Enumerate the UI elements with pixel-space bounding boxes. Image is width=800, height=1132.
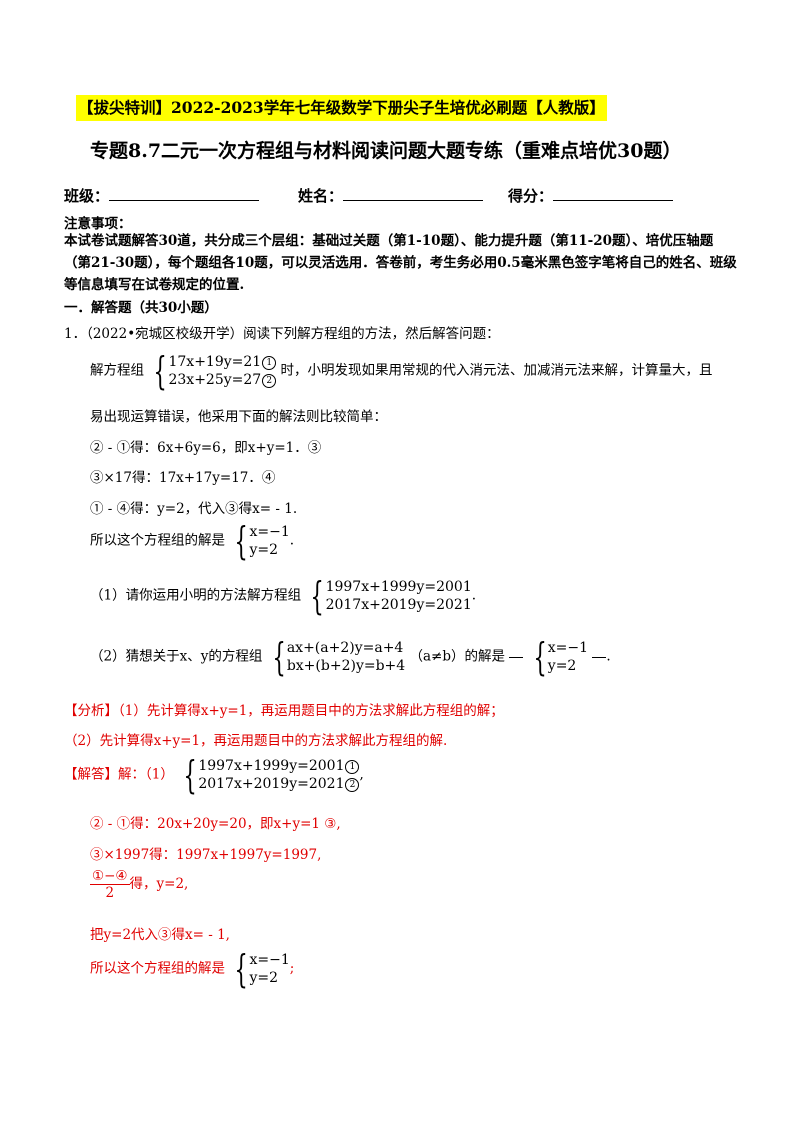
- answer-mark-2: 2: [345, 778, 360, 792]
- answer-step-4: 把y=2代入③得x= - 1,: [90, 927, 230, 943]
- answer-solution-system: { x=−1 y=2: [234, 947, 290, 991]
- answer-mark-1: 1: [345, 760, 360, 774]
- answer-step-3: ①−④ 2 得，y=2,: [90, 868, 188, 901]
- page-title: 专题8.7二元一次方程组与材料阅读问题大题专练（重难点培优30题）: [90, 140, 682, 162]
- solution-system: { x=−1 y=2: [234, 519, 290, 563]
- answer-solution-prefix: 所以这个方程组的解是: [90, 960, 225, 977]
- analysis-line-1: 【分析】（1）先计算得x+y=1，再运用题目中的方法求解此方程组的解；: [64, 699, 504, 719]
- class-label: 班级：: [64, 187, 110, 205]
- question-1: （1）请你运用小明的方法解方程组 { 1997x+1999y=2001 2017…: [90, 574, 477, 618]
- fraction-denominator: 2: [105, 885, 115, 901]
- series-banner: 【拔尖特训】2022-2023学年七年级数学下册尖子生培优必刷题【人教版】: [76, 95, 607, 121]
- circled-mark-1: 1: [262, 356, 277, 370]
- question-2-row-2: bx+(b+2)y=b+4: [286, 658, 406, 674]
- question-2-condition: （a≠b）的解是: [409, 648, 505, 665]
- class-field: 班级：: [64, 185, 260, 206]
- problem-line-2: 易出现运算错误，他采用下面的解法则比较简单：: [90, 409, 387, 425]
- system-suffix: 时，小明发现如果用常规的代入消元法、加减消元法来解，计算量大，且: [280, 362, 713, 379]
- problem-step-3: ① - ④得：y=2，代入③得x= - 1.: [90, 501, 298, 517]
- question-2: （2）猜想关于x、y的方程组 { ax+(a+2)y=a+4 bx+(b+2)y…: [90, 635, 611, 679]
- score-blank: [553, 186, 674, 201]
- name-label: 姓名：: [298, 187, 344, 205]
- problem-step-1: ② - ①得：6x+6y=6，即x+y=1．③: [90, 440, 322, 456]
- answer-fraction: ①−④ 2: [90, 868, 130, 901]
- question-2-row-1: ax+(a+2)y=a+4: [286, 640, 404, 656]
- question-2-answer-row-2: y=2: [547, 658, 577, 674]
- score-label: 得分：: [508, 187, 554, 205]
- name-field: 姓名：: [298, 185, 484, 206]
- analysis-text-1: （1）先计算得x+y=1，再运用题目中的方法求解此方程组的解；: [118, 703, 504, 719]
- section-heading: 一．解答题（共30小题）: [64, 300, 218, 316]
- solution-row-2: y=2: [249, 542, 279, 558]
- answer-blank-right: [592, 656, 607, 658]
- analysis-label: 【分析】: [64, 703, 118, 719]
- problem-solution: 所以这个方程组的解是 { x=−1 y=2 .: [90, 519, 295, 563]
- question-1-system: { 1997x+1999y=2001 2017x+2019y=2021: [310, 574, 472, 618]
- question-1-prefix: （1）请你运用小明的方法解方程组: [90, 587, 302, 604]
- class-blank: [109, 186, 260, 201]
- question-2-answer-row-1: x=−1: [547, 640, 589, 656]
- answer-blank-left: [509, 656, 524, 658]
- question-1-row-2: 2017x+2019y=2021: [325, 597, 472, 613]
- answer-step-1: ② - ①得：20x+20y=20，即x+y=1 ③,: [90, 816, 341, 832]
- question-2-prefix: （2）猜想关于x、y的方程组: [90, 648, 263, 665]
- answer-step-2: ③×1997得：1997x+1997y=1997,: [90, 847, 322, 863]
- problem-intro: 1．（2022•宛城区校级开学）阅读下列解方程组的方法，然后解答问题：: [64, 326, 500, 342]
- answer-step-3-text: 得，y=2,: [129, 876, 189, 892]
- answer-solution-row-1: x=−1: [249, 952, 290, 968]
- notice-label: 注意事项：: [64, 216, 132, 232]
- fraction-numerator: ①−④: [90, 868, 130, 885]
- solution-prefix: 所以这个方程组的解是: [90, 532, 225, 549]
- analysis-line-2: （2）先计算得x+y=1，再运用题目中的方法求解此方程组的解.: [64, 733, 448, 749]
- solution-prefix-text: 解：（1）: [118, 766, 174, 783]
- problem-step-2: ③×17得：17x+17y=17．④: [90, 470, 276, 486]
- answer-solution: 所以这个方程组的解是 { x=−1 y=2 ;: [90, 947, 295, 991]
- system-prefix: 解方程组: [90, 362, 144, 379]
- question-2-system: { ax+(a+2)y=a+4 bx+(b+2)y=b+4: [272, 635, 406, 679]
- solution-row-1: x=−1: [249, 524, 290, 540]
- circled-mark-2: 2: [262, 374, 277, 388]
- answer-solution-row-2: y=2: [249, 970, 279, 986]
- solution-label: 【解答】: [64, 766, 118, 783]
- name-blank: [343, 186, 484, 201]
- question-2-answer: { x=−1 y=2: [533, 635, 589, 679]
- notice-text: 本试卷试题解答30道，共分成三个层组：基础过关题（第1-10题）、能力提升题（第…: [64, 233, 737, 293]
- question-1-row-1: 1997x+1999y=2001: [325, 579, 472, 595]
- score-field: 得分：: [508, 185, 674, 206]
